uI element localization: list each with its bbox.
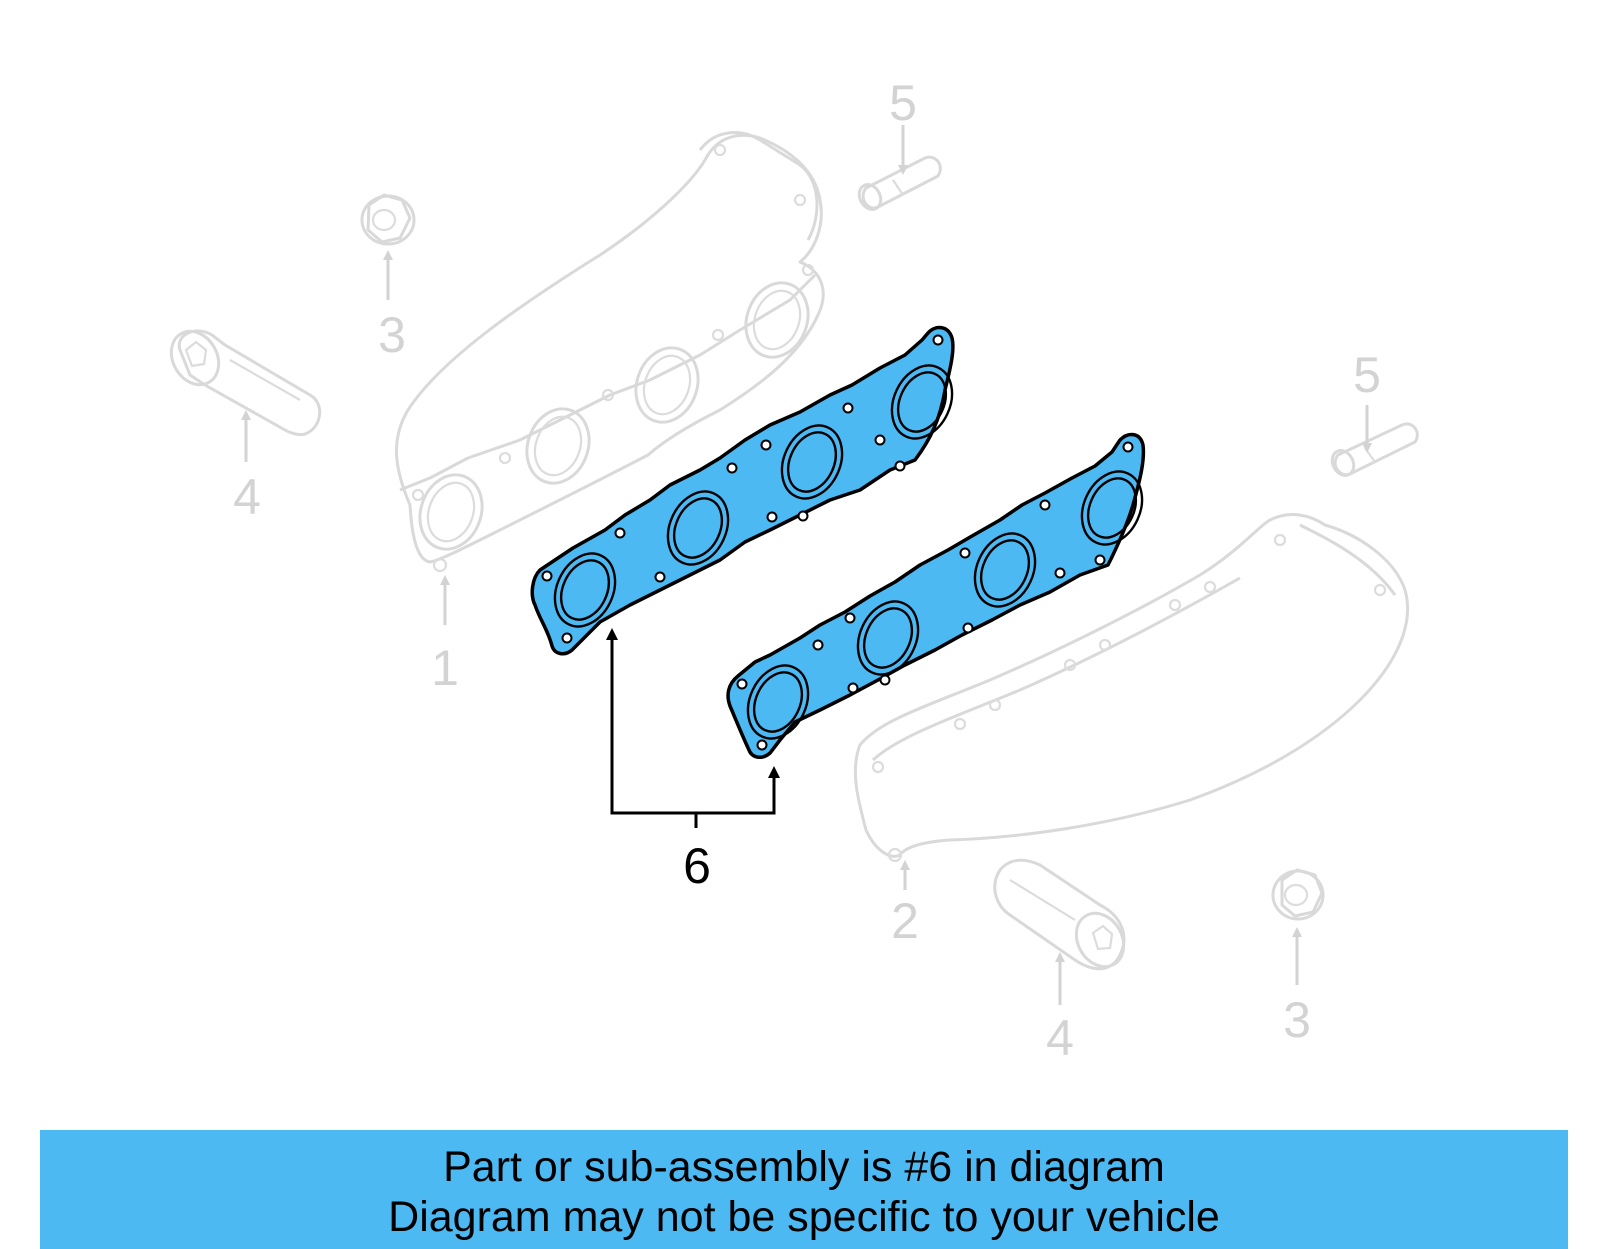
callout-3-left: 3 bbox=[378, 307, 406, 363]
exhaust-gasket-lower[interactable] bbox=[726, 432, 1153, 759]
banner-line-1: Part or sub-assembly is #6 in diagram bbox=[443, 1143, 1165, 1191]
exhaust-gasket-upper[interactable] bbox=[530, 325, 963, 656]
callout-2: 2 bbox=[891, 893, 919, 949]
banner-line-2: Diagram may not be specific to your vehi… bbox=[388, 1193, 1220, 1241]
callout-5-right: 5 bbox=[1353, 347, 1381, 403]
leader-lines bbox=[241, 125, 1372, 1005]
nut-left bbox=[360, 193, 416, 246]
callout-4-left: 4 bbox=[233, 469, 261, 525]
stud-right bbox=[993, 858, 1126, 971]
dowel-pin-right bbox=[1330, 422, 1419, 477]
callout-4-right: 4 bbox=[1046, 1010, 1074, 1066]
stud-left bbox=[169, 329, 321, 437]
callout-1: 1 bbox=[431, 640, 459, 696]
callout-5-left: 5 bbox=[889, 75, 917, 131]
right-exhaust-manifold bbox=[853, 513, 1410, 863]
banner-text: Part or sub-assembly is #6 in diagram Di… bbox=[40, 1142, 1568, 1242]
nut-right bbox=[1271, 868, 1325, 921]
left-exhaust-manifold bbox=[394, 131, 825, 573]
dowel-pin-left bbox=[857, 155, 942, 211]
info-banner: Part or sub-assembly is #6 in diagram Di… bbox=[40, 1130, 1568, 1249]
callout-3-right: 3 bbox=[1283, 992, 1311, 1048]
callout-6: 6 bbox=[683, 838, 711, 894]
